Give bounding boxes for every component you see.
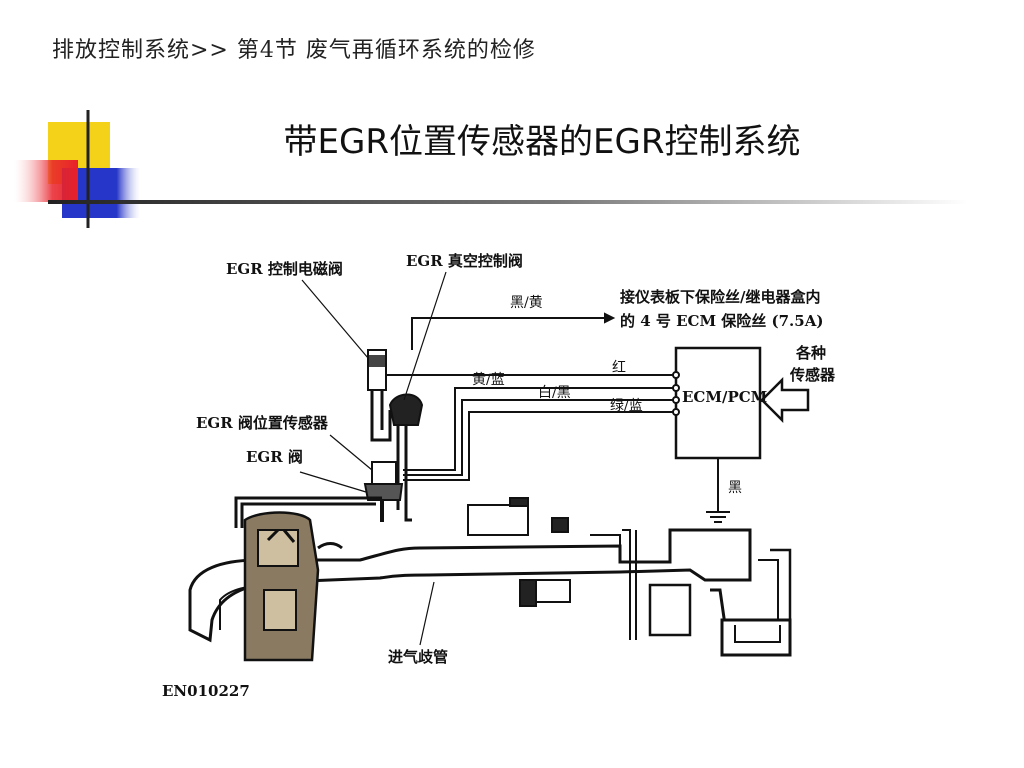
wire-white-black (403, 399, 676, 476)
label-egr-vacuum-valve: EGR 真空控制阀 (406, 252, 523, 270)
leader-intake-manifold (419, 581, 435, 646)
wire-green-blue (403, 411, 676, 481)
leader-position-sensor (329, 434, 373, 471)
label-ground-black: 黑 (728, 480, 742, 496)
label-egr-valve: EGR 阀 (246, 448, 303, 466)
label-sensors-line2: 传感器 (789, 366, 836, 384)
throttle-body (467, 504, 529, 536)
deco-red-square (14, 160, 78, 202)
egr-vacuum-control-valve (388, 393, 424, 426)
sensor-input-arrow-icon (760, 376, 810, 424)
breadcrumb: 排放控制系统>> 第4节 废气再循环系统的检修 (52, 38, 536, 63)
egr-pipe (234, 496, 382, 528)
label-egr-position-sensor: EGR 阀位置传感器 (196, 414, 329, 432)
label-wire-red: 红 (612, 360, 626, 376)
leader-solenoid (301, 279, 369, 359)
label-wire-white-black: 白/黑 (538, 385, 571, 401)
label-fuse-note-line2: 的 4 号 ECM 保险丝 (7.5A) (620, 312, 823, 330)
wire-yellow-blue (403, 387, 676, 471)
egr-valve (363, 483, 404, 501)
decorative-corner-graphic (14, 110, 968, 228)
label-ecm: ECM/PCM (682, 388, 767, 406)
egr-system-diagram: EGR 控制电磁阀 EGR 真空控制阀 黑/黄 接仪表板下保险丝/继电器盒内 的… (162, 252, 836, 700)
label-sensors-line1: 各种 (795, 344, 826, 362)
resonator (720, 618, 792, 657)
label-egr-solenoid: EGR 控制电磁阀 (226, 260, 343, 278)
wire-black-yellow (411, 317, 605, 350)
air-cleaner (648, 583, 692, 637)
label-figure-code: EN010227 (162, 682, 250, 700)
label-intake-manifold: 进气歧管 (388, 648, 448, 666)
label-wire-yellow-blue: 黄/蓝 (472, 371, 505, 388)
deco-horizontal-rule (48, 200, 968, 204)
page-title-text: 带EGR位置传感器的EGR控制系统 (283, 122, 801, 162)
ground-symbol-icon (706, 511, 730, 523)
label-wire-black-yellow: 黑/黄 (510, 294, 543, 311)
egr-position-sensor (371, 461, 397, 485)
leader-egr-valve (299, 471, 367, 493)
wire-arrow-fuse (604, 312, 616, 324)
page-title: 带EGR位置传感器的EGR控制系统 (0, 114, 1024, 163)
leader-vacuum-valve (403, 271, 447, 401)
label-fuse-note-line1: 接仪表板下保险丝/继电器盒内 (620, 288, 820, 306)
label-wire-green-blue: 绿/蓝 (610, 398, 643, 414)
